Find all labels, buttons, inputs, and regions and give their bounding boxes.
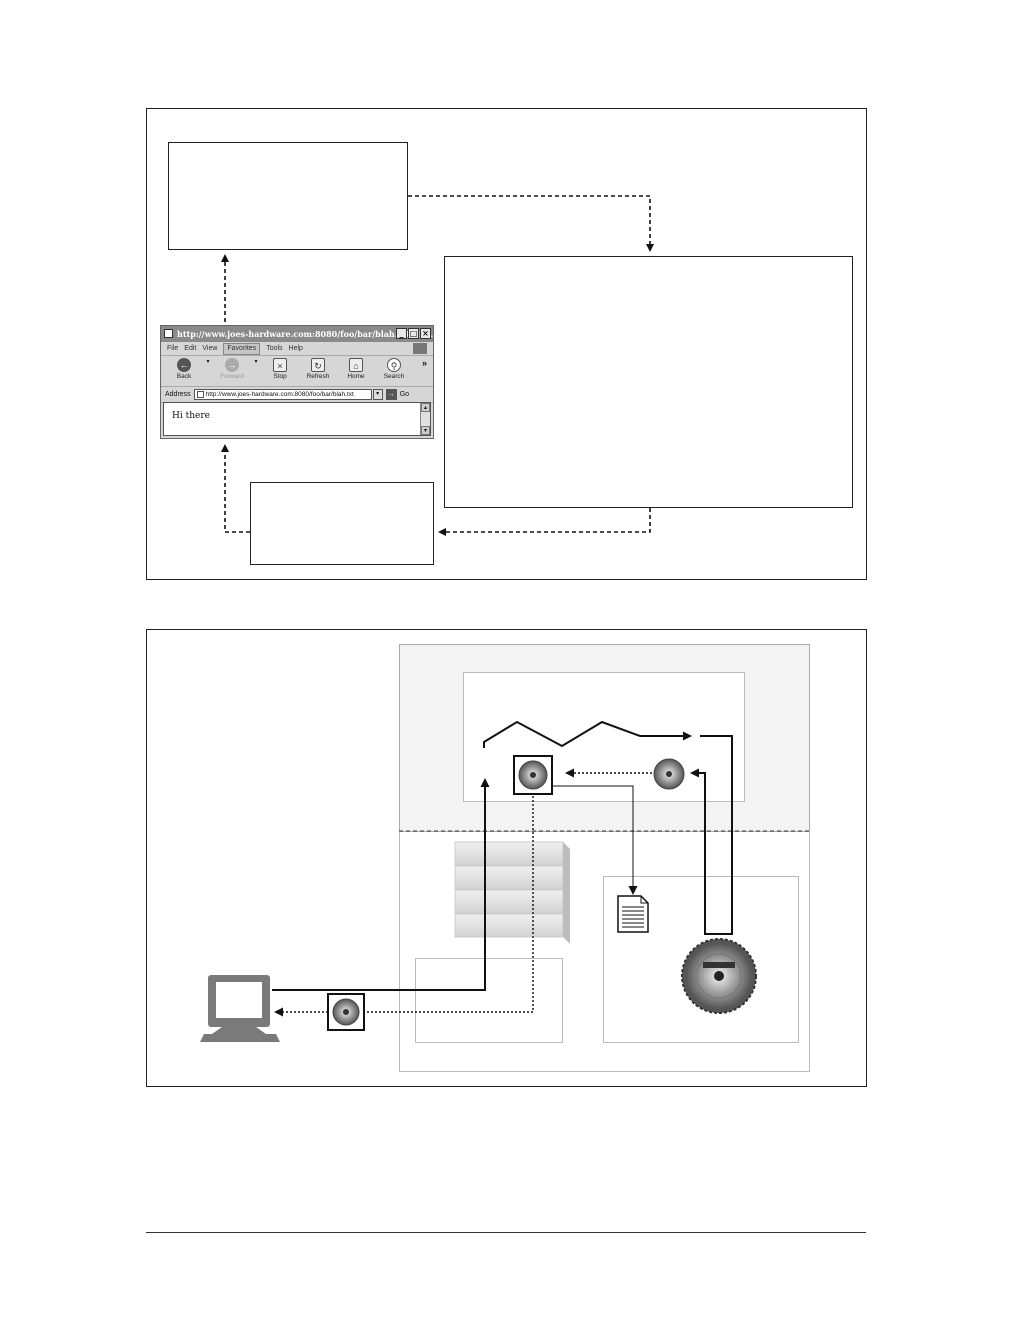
- page-icon: [196, 391, 204, 398]
- home-button[interactable]: ⌂ Home: [337, 356, 375, 380]
- resource-return-line: [720, 810, 733, 935]
- go-label[interactable]: Go: [399, 391, 410, 398]
- text-document-icon: [617, 895, 649, 933]
- home-label: Home: [347, 373, 365, 380]
- windows-logo-icon: [413, 343, 427, 354]
- resource-box: [603, 876, 799, 1043]
- refresh-label: Refresh: [306, 373, 330, 380]
- server-zone-lower: [399, 831, 810, 1072]
- home-icon: ⌂: [349, 358, 363, 372]
- scroll-down-icon[interactable]: ▾: [421, 426, 430, 435]
- browser-toolbar: ← Back ▾ → Forward ▾ × Stop ↻ Refresh ⌂ …: [161, 356, 433, 387]
- go-arrow-icon[interactable]: →: [385, 389, 397, 400]
- refresh-icon: ↻: [311, 358, 325, 372]
- browser-titlebar: http://www.joes-hardware.com:8080/foo/ba…: [161, 326, 433, 342]
- menu-edit[interactable]: Edit: [184, 345, 197, 352]
- menu-bar: File Edit View Favorites Tools Help: [161, 342, 433, 356]
- processing-path: [483, 720, 692, 748]
- forward-dropdown[interactable]: ▾: [251, 356, 261, 365]
- request-line: [272, 778, 490, 991]
- menu-tools[interactable]: Tools: [266, 345, 283, 352]
- arrow-request-to-server: [408, 195, 654, 252]
- browser-title: http://www.joes-hardware.com:8080/foo/ba…: [177, 329, 433, 339]
- arrow-server-to-response: [438, 508, 651, 536]
- document-link: [553, 785, 638, 895]
- saw-blade-server-icon: [513, 755, 553, 795]
- browser-content: Hi there ▴ ▾: [163, 402, 431, 436]
- close-button[interactable]: ×: [420, 328, 431, 339]
- forward-button[interactable]: → Forward: [213, 356, 251, 380]
- stop-button[interactable]: × Stop: [261, 356, 299, 380]
- chevron-down-icon: ▾: [206, 359, 210, 365]
- saw-blade-server-icon: [681, 938, 757, 1014]
- server-box: [444, 256, 853, 508]
- saw-blade-server-icon: [653, 758, 685, 790]
- footer-rule: [146, 1232, 866, 1233]
- back-button[interactable]: ← Back: [165, 356, 203, 380]
- browser-window: http://www.joes-hardware.com:8080/foo/ba…: [160, 325, 434, 439]
- connection-box: [415, 958, 563, 1043]
- back-label: Back: [176, 373, 192, 380]
- maximize-button[interactable]: □: [408, 328, 419, 339]
- address-value: http://www.joes-hardware.com:8080/foo/ba…: [205, 391, 354, 398]
- toolbar-more-chevron[interactable]: »: [421, 358, 427, 368]
- response-line: [364, 796, 534, 1013]
- arrow-response-to-browser: [221, 444, 250, 533]
- minimize-button[interactable]: _: [396, 328, 407, 339]
- search-button[interactable]: ⚲ Search: [375, 356, 413, 380]
- menu-help[interactable]: Help: [288, 345, 303, 352]
- menu-view[interactable]: View: [202, 345, 218, 352]
- vertical-scrollbar[interactable]: ▴ ▾: [420, 403, 430, 435]
- computer-monitor-icon: [200, 975, 280, 1042]
- address-dropdown[interactable]: ▾: [372, 389, 383, 400]
- back-dropdown[interactable]: ▾: [203, 356, 213, 365]
- window-controls: _ □ ×: [396, 328, 431, 339]
- resource-feed-line: [690, 768, 720, 935]
- request-box: [168, 142, 408, 250]
- refresh-button[interactable]: ↻ Refresh: [299, 356, 337, 380]
- search-icon: ⚲: [387, 358, 401, 372]
- stop-label: Stop: [273, 373, 287, 380]
- menu-favorites[interactable]: Favorites: [223, 343, 261, 355]
- search-label: Search: [383, 373, 405, 380]
- back-arrow-icon: ←: [177, 358, 191, 372]
- menu-file[interactable]: File: [167, 345, 179, 352]
- stop-icon: ×: [273, 358, 287, 372]
- saw-blade-server-icon: [327, 993, 365, 1031]
- forward-arrow-icon: →: [225, 358, 239, 372]
- address-input[interactable]: http://www.joes-hardware.com:8080/foo/ba…: [193, 389, 372, 400]
- response-box: [250, 482, 434, 565]
- browser-page-icon: [164, 329, 173, 338]
- forward-label: Forward: [220, 373, 244, 380]
- scroll-up-icon[interactable]: ▴: [421, 403, 430, 412]
- address-label: Address: [165, 391, 191, 398]
- storage-stack-icon: [454, 841, 570, 944]
- content-text: Hi there: [172, 411, 210, 421]
- processing-box: [463, 672, 745, 802]
- path-to-resource: [700, 735, 733, 810]
- chevron-down-icon: ▾: [254, 359, 258, 365]
